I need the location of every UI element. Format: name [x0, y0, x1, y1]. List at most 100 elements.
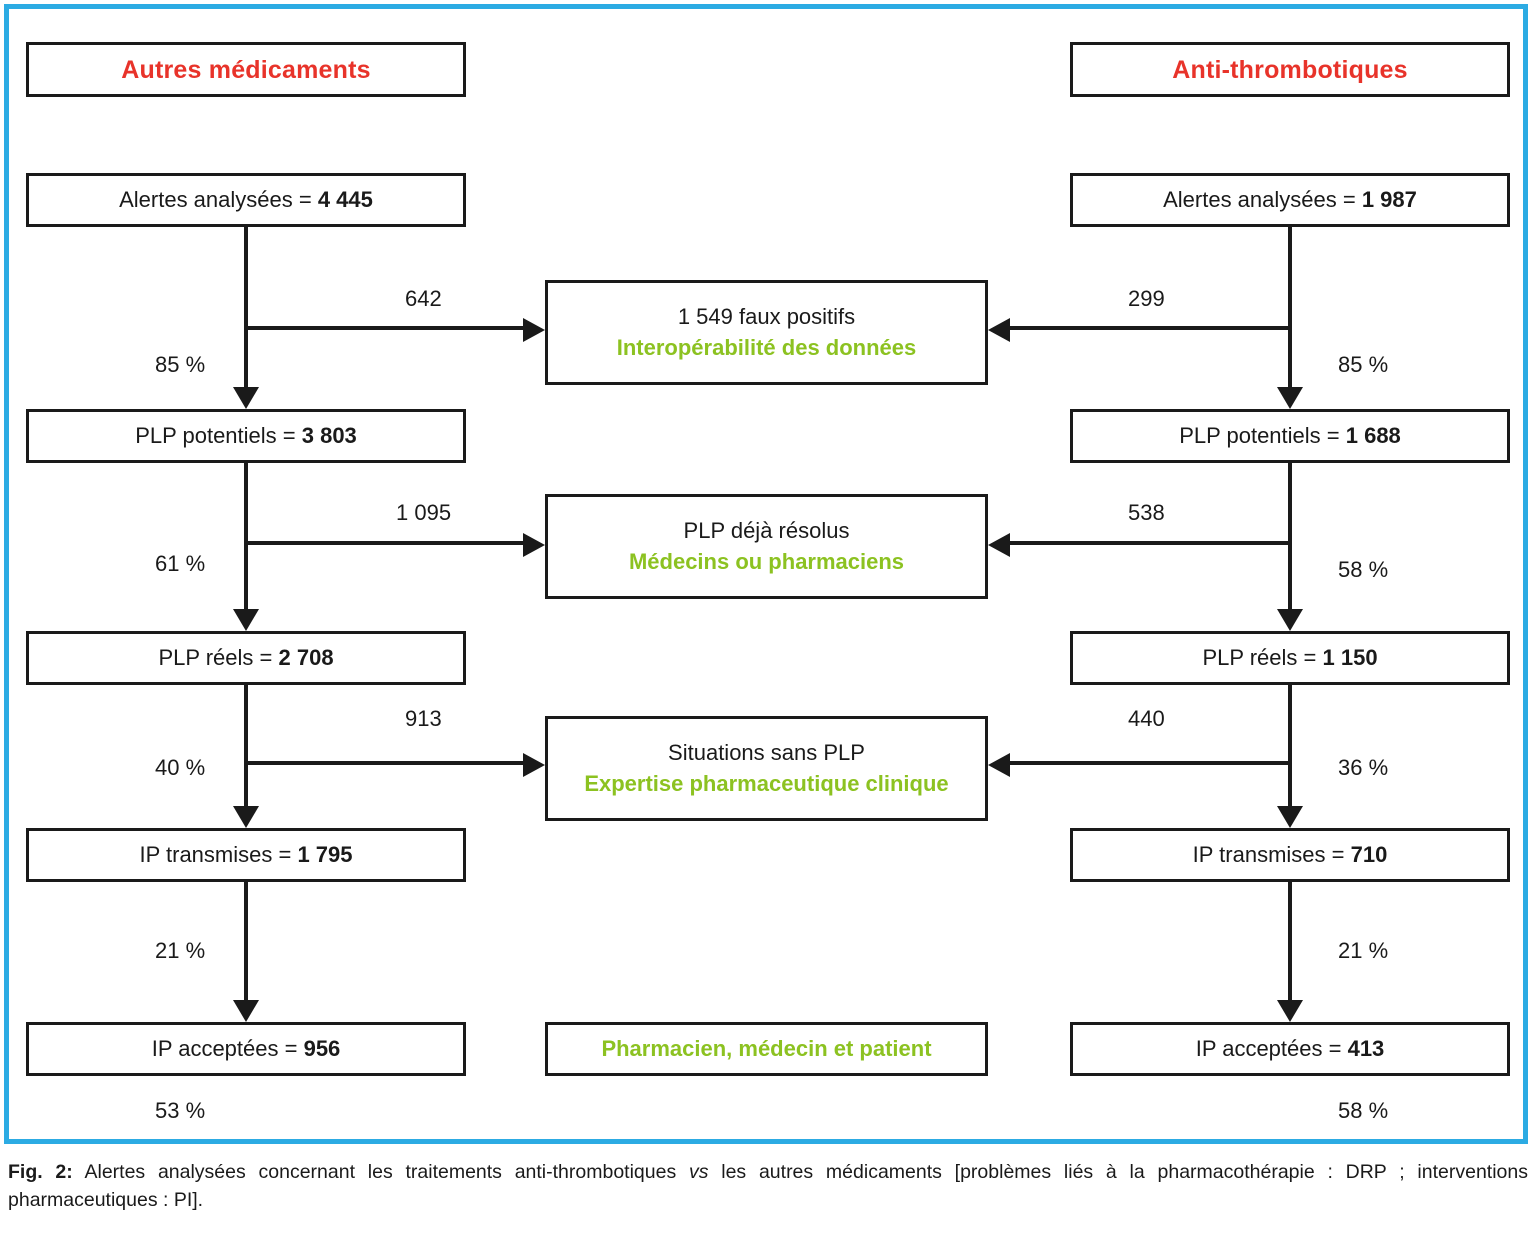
left-branch-1-arrowhead	[523, 533, 545, 557]
right-branch-1-line	[1010, 541, 1290, 545]
left-stage-value-2: 2 708	[278, 644, 334, 670]
middle-box-faux-positifs: 1 549 faux positifs Interopérabilité des…	[545, 280, 988, 385]
middle-box-0-line1: 1 549 faux positifs	[677, 303, 856, 329]
middle-box-footer: Pharmacien, médecin et patient	[545, 1022, 988, 1076]
left-stage-text-2: PLP réels = 2 708	[158, 644, 333, 672]
left-connector-2-line	[244, 685, 248, 806]
left-stage-text-4: IP acceptées = 956	[152, 1035, 341, 1063]
middle-box-plp-resolus: PLP déjà résolus Médecins ou pharmaciens	[545, 494, 988, 599]
left-stage-label-2: PLP réels =	[158, 644, 279, 670]
left-stage-label-0: Alertes analysées =	[119, 186, 318, 212]
right-stage-text-2: PLP réels = 1 150	[1202, 644, 1377, 672]
right-stage-text-1: PLP potentiels = 1 688	[1179, 422, 1401, 450]
right-connector-1-line	[1288, 463, 1292, 609]
right-stage-value-2: 1 150	[1322, 644, 1378, 670]
left-percent-1: 61 %	[155, 551, 206, 576]
right-stage-label-3: IP transmises =	[1192, 841, 1351, 867]
left-stage-value-1: 3 803	[301, 422, 357, 448]
right-connector-3-arrowhead	[1277, 1000, 1303, 1022]
right-connector-2-line	[1288, 685, 1292, 806]
left-stage-label-1: PLP potentiels =	[135, 422, 302, 448]
right-branch-count-1: 538	[1128, 500, 1165, 525]
right-stage-value-4: 413	[1347, 1035, 1385, 1061]
left-branch-0-arrowhead	[523, 318, 545, 342]
right-stage-box-ip-acceptees: IP acceptées = 413	[1070, 1022, 1510, 1076]
right-percent-1: 58 %	[1338, 557, 1389, 582]
right-stage-label-0: Alertes analysées =	[1163, 186, 1362, 212]
right-connector-1-arrowhead	[1277, 609, 1303, 631]
left-connector-3-arrowhead	[233, 1000, 259, 1022]
right-percent-4: 58 %	[1338, 1098, 1389, 1123]
left-stage-text-1: PLP potentiels = 3 803	[135, 422, 357, 450]
left-branch-1-line	[244, 541, 523, 545]
right-branch-1-arrowhead	[988, 533, 1010, 557]
right-branch-2-line	[1010, 761, 1290, 765]
middle-box-1-line1: PLP déjà résolus	[683, 517, 850, 543]
middle-box-1-line2: Médecins ou pharmaciens	[628, 549, 905, 574]
middle-box-situations-sans-plp: Situations sans PLP Expertise pharmaceut…	[545, 716, 988, 821]
left-percent-3: 21 %	[155, 938, 206, 963]
right-connector-0-line	[1288, 227, 1292, 387]
right-stage-value-1: 1 688	[1345, 422, 1401, 448]
caption-text-after-vs: les autres médicaments [problèmes liés à…	[8, 1161, 1528, 1212]
left-stage-value-3: 1 795	[297, 841, 353, 867]
left-stage-box-alertes: Alertes analysées = 4 445	[26, 173, 466, 227]
right-branch-0-arrowhead	[988, 318, 1010, 342]
middle-box-2-line1: Situations sans PLP	[668, 739, 865, 765]
caption-figure-label: Fig. 2:	[8, 1161, 73, 1183]
right-percent-0: 85 %	[1338, 352, 1389, 377]
right-stage-label-4: IP acceptées =	[1195, 1035, 1348, 1061]
left-connector-2-arrowhead	[233, 806, 259, 828]
left-connector-1-line	[244, 463, 248, 609]
left-stage-text-0: Alertes analysées = 4 445	[119, 186, 373, 214]
right-branch-2-arrowhead	[988, 753, 1010, 777]
column-title-right: Anti-thrombotiques	[1070, 42, 1510, 97]
left-stage-box-ip-acceptees: IP acceptées = 956	[26, 1022, 466, 1076]
left-percent-2: 40 %	[155, 755, 206, 780]
figure-caption: Fig. 2: Alertes analysées concernant les…	[8, 1158, 1528, 1215]
left-branch-count-1: 1 095	[396, 500, 452, 525]
right-stage-text-4: IP acceptées = 413	[1196, 1035, 1385, 1063]
column-title-left: Autres médicaments	[26, 42, 466, 97]
left-stage-value-0: 4 445	[317, 186, 373, 212]
left-branch-count-0: 642	[405, 286, 442, 311]
right-connector-0-arrowhead	[1277, 387, 1303, 409]
right-stage-box-plp-potentiels: PLP potentiels = 1 688	[1070, 409, 1510, 463]
left-connector-3-line	[244, 882, 248, 1000]
right-stage-label-1: PLP potentiels =	[1179, 422, 1346, 448]
left-connector-0-arrowhead	[233, 387, 259, 409]
middle-footer-label: Pharmacien, médecin et patient	[601, 1035, 932, 1061]
left-branch-0-line	[244, 326, 523, 330]
right-stage-box-ip-transmises: IP transmises = 710	[1070, 828, 1510, 882]
right-branch-count-0: 299	[1128, 286, 1165, 311]
right-branch-0-line	[1010, 326, 1290, 330]
left-percent-0: 85 %	[155, 352, 206, 377]
middle-box-0-line2: Interopérabilité des données	[616, 335, 917, 360]
right-stage-text-0: Alertes analysées = 1 987	[1163, 186, 1417, 214]
right-connector-2-arrowhead	[1277, 806, 1303, 828]
left-stage-label-4: IP acceptées =	[151, 1035, 304, 1061]
left-stage-box-ip-transmises: IP transmises = 1 795	[26, 828, 466, 882]
right-connector-3-line	[1288, 882, 1292, 1000]
left-stage-text-3: IP transmises = 1 795	[140, 841, 353, 869]
left-stage-value-4: 956	[303, 1035, 341, 1061]
left-branch-2-arrowhead	[523, 753, 545, 777]
right-stage-value-0: 1 987	[1361, 186, 1417, 212]
right-stage-text-3: IP transmises = 710	[1193, 841, 1388, 869]
left-branch-2-line	[244, 761, 523, 765]
caption-text-before-vs: Alertes analysées concernant les traitem…	[72, 1161, 689, 1183]
left-percent-4: 53 %	[155, 1098, 206, 1123]
right-stage-value-3: 710	[1350, 841, 1388, 867]
left-stage-box-plp-reels: PLP réels = 2 708	[26, 631, 466, 685]
left-stage-label-3: IP transmises =	[139, 841, 298, 867]
right-stage-box-plp-reels: PLP réels = 1 150	[1070, 631, 1510, 685]
left-stage-box-plp-potentiels: PLP potentiels = 3 803	[26, 409, 466, 463]
caption-vs: vs	[688, 1161, 709, 1183]
right-branch-count-2: 440	[1128, 706, 1165, 731]
right-stage-box-alertes: Alertes analysées = 1 987	[1070, 173, 1510, 227]
column-title-right-label: Anti-thrombotiques	[1172, 55, 1408, 84]
column-title-left-label: Autres médicaments	[121, 55, 371, 84]
right-percent-2: 36 %	[1338, 755, 1389, 780]
left-connector-1-arrowhead	[233, 609, 259, 631]
